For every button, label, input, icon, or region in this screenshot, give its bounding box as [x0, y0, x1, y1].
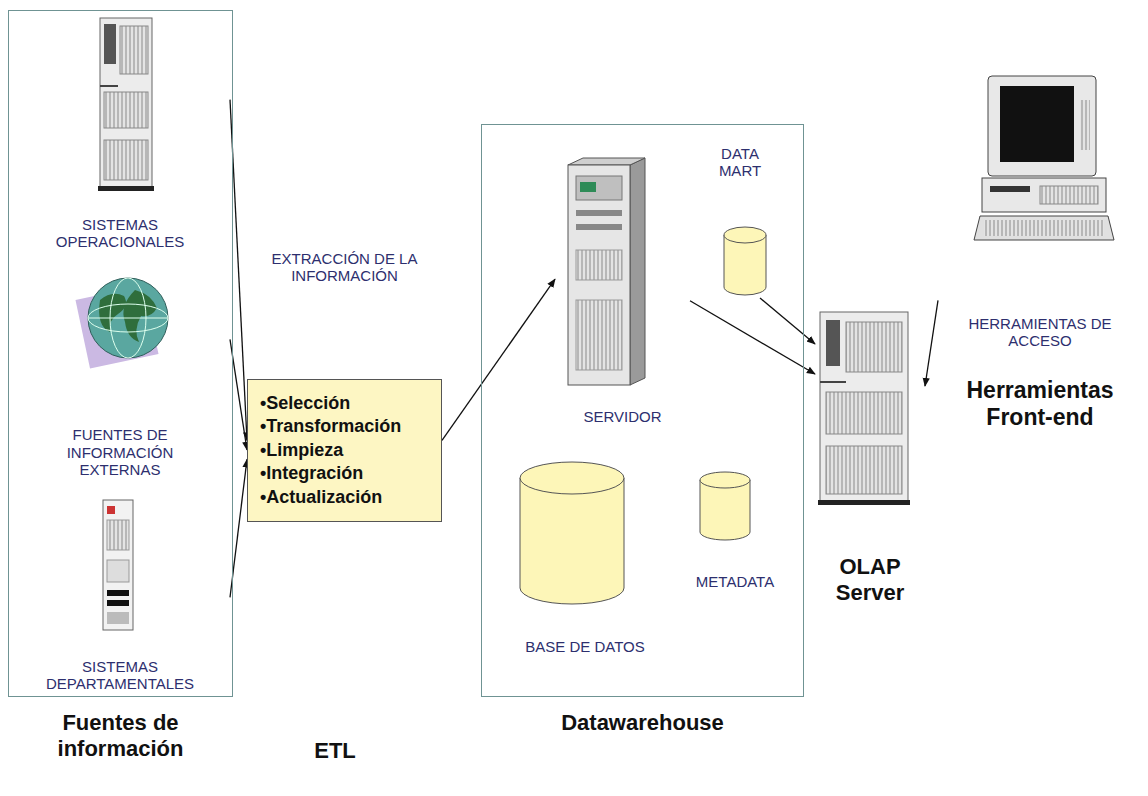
tower-icon-part	[107, 612, 129, 624]
cylinder-icon	[520, 462, 624, 604]
node-label: EXTRACCIÓN DE LA INFORMACIÓN	[270, 250, 420, 285]
node-label: Herramientas Front-end	[940, 377, 1140, 430]
cylinder-icon	[724, 227, 766, 295]
cylinder-icon-part	[724, 227, 766, 243]
tower-icon-part	[103, 500, 133, 630]
globe-icon	[75, 278, 168, 369]
server-icon-part	[98, 186, 154, 191]
server-node: SERVIDOR	[555, 155, 690, 425]
olap-node: OLAP Server	[815, 305, 925, 605]
server-icon-part	[820, 312, 908, 504]
source-group: Fuentes de informaciónSISTEMAS OPERACION…	[8, 10, 233, 697]
etl-panel: •Selección•Transformación•Limpieza•Integ…	[247, 379, 442, 522]
node-label: SISTEMAS DEPARTAMENTALES	[13, 658, 228, 693]
node-label: OLAP Server	[816, 554, 924, 605]
server-icon-part	[576, 300, 622, 370]
server-icon-part	[826, 320, 840, 366]
cylinder-icon-part	[520, 478, 624, 604]
node-label: •Actualización	[260, 486, 382, 509]
database-node: BASE DE DATOS	[495, 455, 675, 655]
datamart-node: DATA MART	[700, 145, 780, 298]
node-label: SERVIDOR	[583, 408, 661, 425]
cylinder-icon-part	[700, 472, 750, 488]
server-icon-part	[826, 446, 902, 494]
cylinder-icon-part	[724, 235, 766, 295]
computer-icon	[974, 76, 1114, 240]
tower-icon-part	[107, 590, 129, 596]
node-label: Datawarehouse	[523, 710, 763, 736]
server-icon-part	[100, 18, 152, 190]
server-icon-part	[826, 392, 902, 434]
globe-icon-part	[99, 294, 126, 332]
tower-icon-part	[107, 560, 129, 582]
flow-arrow	[690, 301, 815, 374]
server-icon-part	[576, 224, 622, 230]
section-label: ETL	[290, 738, 380, 764]
metadata-node: METADATA	[675, 465, 795, 590]
server-icon	[818, 312, 910, 505]
computer-icon-part	[974, 216, 1114, 240]
computer-icon-part	[990, 186, 1030, 192]
server-icon-part	[100, 85, 118, 87]
source-node: SISTEMAS DEPARTAMENTALES	[10, 495, 230, 692]
tower-icon-part	[107, 600, 129, 606]
computer-icon-part	[982, 178, 1106, 212]
server-icon-part	[576, 210, 622, 216]
tower-icon-part	[107, 520, 129, 550]
server-icon-part	[846, 322, 902, 372]
node-label: FUENTES DE INFORMACIÓN EXTERNAS	[50, 426, 190, 478]
server-icon-part	[568, 158, 645, 165]
cylinder-icon	[700, 472, 750, 540]
computer-icon-part	[988, 76, 1096, 176]
node-label: •Limpieza	[260, 439, 343, 462]
tower-icon	[103, 500, 133, 630]
node-label: BASE DE DATOS	[525, 638, 644, 655]
server-icon-part	[568, 165, 630, 385]
server-icon-part	[120, 26, 148, 74]
server-icon-part	[576, 176, 622, 200]
node-label: •Transformación	[260, 415, 401, 438]
computer-icon-part	[1000, 86, 1074, 162]
node-label: SISTEMAS OPERACIONALES	[18, 216, 223, 251]
node-label: HERRAMIENTAS DE ACCESO	[965, 315, 1115, 350]
globe-icon-part	[123, 290, 157, 342]
warehouse-group: DatawarehouseSERVIDORDATA MARTBASE DE DA…	[481, 124, 804, 697]
node-label: •Integración	[260, 462, 363, 485]
server-icon-part	[104, 140, 148, 180]
server-icon-part	[818, 500, 910, 505]
tower-icon-part	[107, 506, 115, 514]
node-label: METADATA	[696, 573, 774, 590]
server-icon-part	[580, 182, 596, 192]
computer-icon-part	[984, 220, 1104, 236]
node-label: DATA MART	[709, 145, 771, 180]
frontend-node: HERRAMIENTAS DE ACCESO Herramientas Front…	[938, 70, 1142, 430]
server-icon-part	[820, 381, 846, 383]
globe-icon-part	[88, 278, 168, 358]
server-icon-part	[104, 92, 148, 128]
globe-icon-part	[88, 318, 168, 319]
source-node: SISTEMAS OPERACIONALES	[10, 15, 230, 250]
globe-icon-part	[88, 304, 168, 332]
server-icon-part	[576, 250, 622, 280]
server-icon-part	[630, 158, 645, 385]
server-icon	[98, 18, 154, 191]
server-icon	[568, 158, 645, 385]
etl-box: EXTRACCIÓN DE LA INFORMACIÓN •Selección•T…	[247, 250, 442, 522]
flow-arrow	[442, 279, 555, 440]
cylinder-icon-part	[700, 480, 750, 540]
server-icon-part	[104, 24, 116, 64]
node-label: •Selección	[260, 392, 350, 415]
source-node: FUENTES DE INFORMACIÓN EXTERNAS	[10, 268, 230, 478]
cylinder-icon-part	[520, 462, 624, 494]
flow-arrow	[760, 298, 815, 344]
flow-arrow	[925, 300, 938, 386]
computer-icon-part	[1040, 186, 1098, 204]
node-label: Fuentes de información	[46, 710, 196, 762]
computer-icon-part	[1080, 100, 1090, 150]
